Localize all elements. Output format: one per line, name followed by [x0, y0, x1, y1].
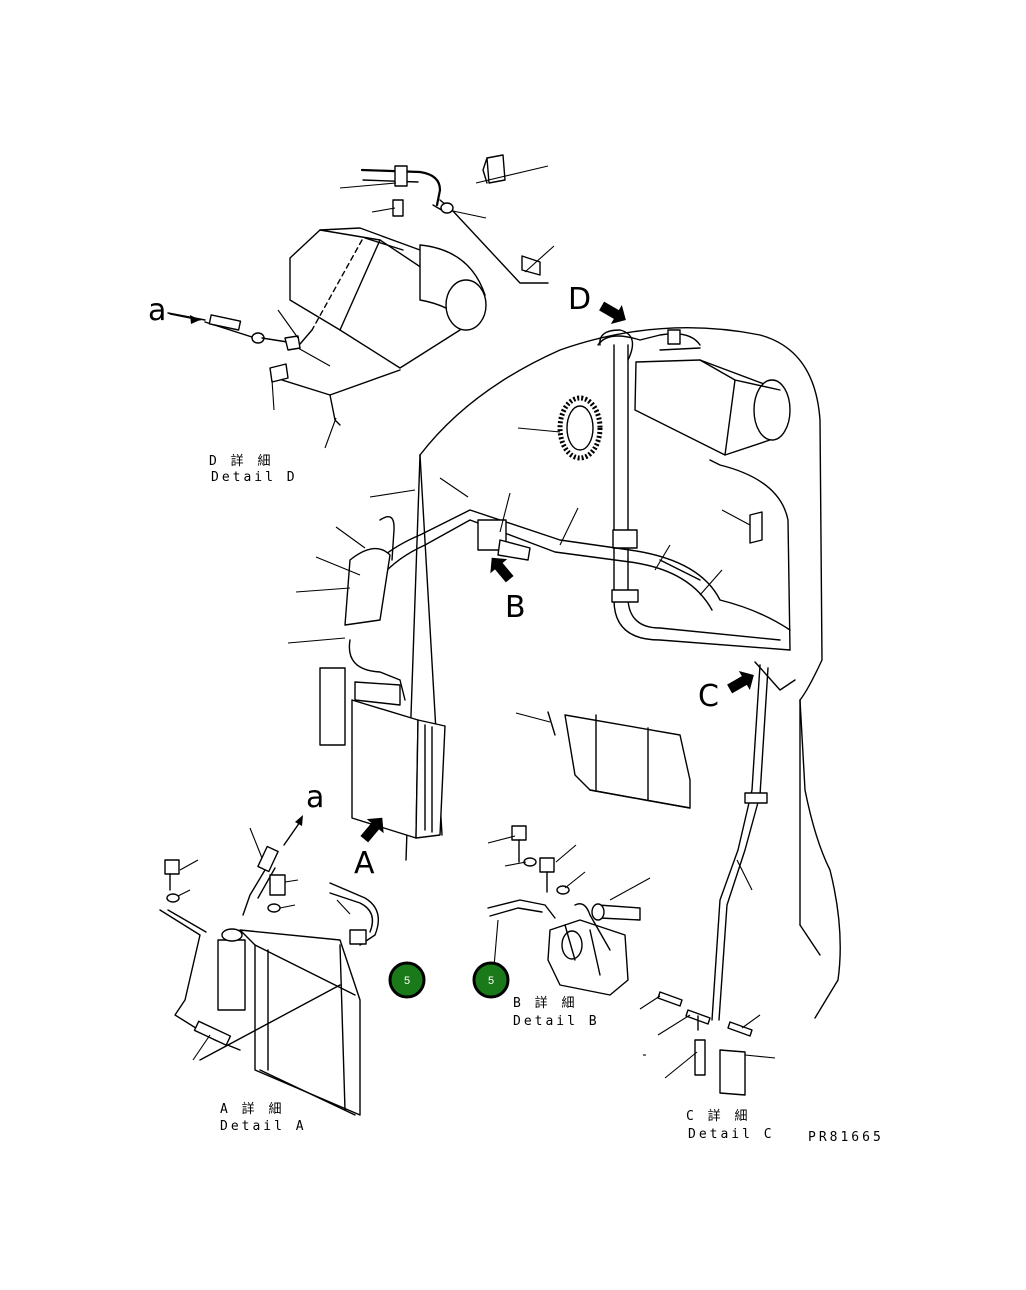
view-label-a: A	[354, 846, 375, 881]
detail-a-assembly	[159, 815, 379, 1116]
drawing-number: PR81665	[808, 1130, 884, 1145]
view-label-c: C	[698, 679, 719, 714]
view-arrow-b	[490, 557, 514, 583]
detail-c-parts	[639, 991, 776, 1096]
label-a-bottom: a	[306, 780, 324, 815]
detail-a-jp: A 詳 細	[220, 1101, 284, 1117]
label-a-top: a	[148, 293, 166, 328]
detail-d-assembly	[167, 154, 555, 449]
detail-b-en: Detail B	[513, 1014, 600, 1029]
callout-marker[interactable]	[388, 961, 426, 999]
view-arrow-a	[360, 817, 384, 843]
ceiling-unit	[517, 329, 791, 651]
view-label-d: D	[568, 282, 591, 317]
detail-b-jp: B 詳 細	[513, 995, 577, 1011]
detail-c-pipe	[711, 661, 796, 1021]
detail-b-assembly	[487, 825, 651, 996]
detail-c-en: Detail C	[688, 1127, 775, 1142]
view-arrow-d	[599, 301, 626, 325]
view-arrows	[360, 301, 754, 843]
view-arrow-c	[727, 670, 754, 694]
callout-marker[interactable]	[472, 961, 510, 999]
condenser-unit	[319, 667, 446, 839]
detail-d-jp: D 詳 細	[209, 453, 273, 469]
callout-5-left[interactable]: 5	[388, 961, 426, 999]
hose-routing	[287, 477, 791, 701]
view-label-b: B	[505, 590, 526, 625]
detail-d-en: Detail D	[211, 470, 298, 485]
detail-c-jp: C 詳 細	[686, 1108, 750, 1124]
duct-cover	[515, 711, 691, 809]
callout-label[interactable]: 5	[488, 975, 494, 987]
callout-5-right[interactable]: 5	[472, 961, 510, 999]
detail-a-en: Detail A	[220, 1119, 307, 1134]
callout-label[interactable]: 5	[404, 975, 410, 987]
